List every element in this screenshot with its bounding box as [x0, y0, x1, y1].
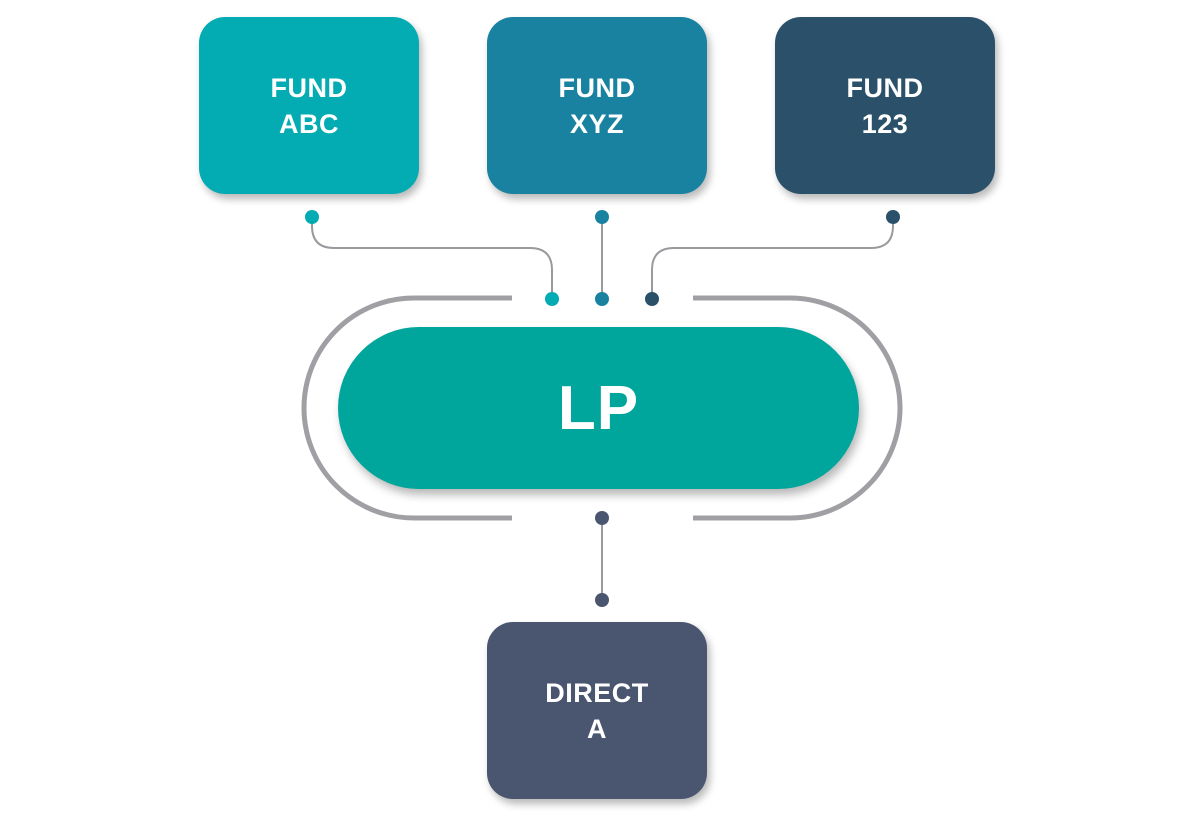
lp-node: LP [338, 327, 859, 489]
fund-xyz-line1: FUND [558, 72, 636, 103]
lp-frame [301, 295, 903, 521]
fund-123-line1: FUND [846, 72, 924, 103]
dot-direct-a-top [595, 511, 609, 525]
fund-abc-line1: FUND [270, 72, 348, 103]
connector-dots [305, 210, 900, 607]
direct-a-box: DIRECT A [487, 622, 707, 799]
connector-fund-123 [651, 217, 894, 299]
lp-frame-bottom [693, 295, 903, 521]
fund-xyz-line2: XYZ [569, 108, 624, 139]
dot-fund-abc-bottom [545, 292, 559, 306]
connector-fund-abc [311, 217, 553, 299]
dot-fund-abc-top [305, 210, 319, 224]
fund-xyz-box: FUND XYZ [487, 17, 707, 194]
dot-direct-a-bottom [595, 593, 609, 607]
lp-label: LP [557, 373, 640, 443]
dot-fund-123-top [886, 210, 900, 224]
lp-frame-top [301, 295, 512, 521]
fund-abc-line2: ABC [279, 108, 339, 139]
dot-fund-xyz-bottom [595, 292, 609, 306]
connectors [311, 217, 894, 600]
dot-fund-123-bottom [645, 292, 659, 306]
dot-fund-xyz-top [595, 210, 609, 224]
fund-123-box: FUND 123 [775, 17, 995, 194]
direct-a-line2: A [587, 713, 607, 744]
direct-a-line1: DIRECT [545, 677, 649, 708]
fund-abc-box: FUND ABC [199, 17, 419, 194]
fund-123-line2: 123 [861, 108, 909, 139]
